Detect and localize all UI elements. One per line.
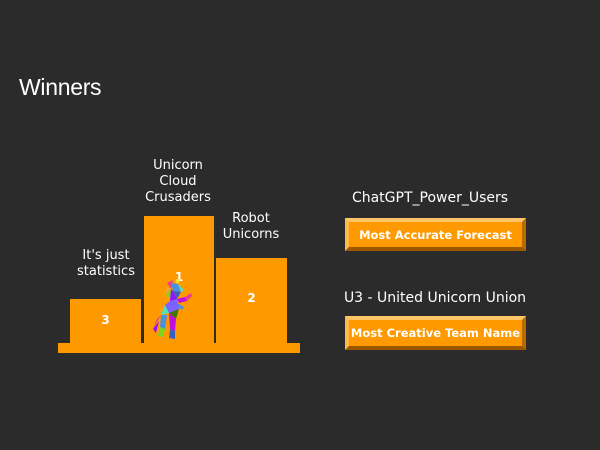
first-place-team-line-1: Unicorn: [153, 158, 203, 173]
first-place-number: 1: [174, 270, 184, 284]
first-place-team-line-2: Cloud: [159, 174, 197, 189]
accurate-forecast-winner: ChatGPT_Power_Users: [351, 190, 509, 206]
most-creative-team-name-badge: Most Creative Team Name: [345, 316, 526, 350]
second-place-team-line-1: Robot: [232, 211, 270, 226]
second-place-block: 2: [216, 258, 287, 343]
most-accurate-forecast-badge: Most Accurate Forecast: [345, 218, 526, 251]
third-place-number: 3: [101, 313, 110, 327]
second-place-number: 2: [247, 291, 256, 305]
third-place-team-label: It's just statistics: [66, 248, 146, 280]
podium-base: [58, 343, 300, 353]
third-place-block: 3: [70, 299, 141, 343]
creative-name-winner: U3 - United Unicorn Union: [343, 290, 527, 306]
third-place-team-line-2: statistics: [77, 264, 135, 279]
page-title: Winners: [19, 74, 102, 100]
second-place-team-line-2: Unicorns: [222, 227, 280, 242]
first-place-team-label: Unicorn Cloud Crusaders: [132, 158, 224, 206]
first-place-team-line-3: Crusaders: [145, 190, 211, 205]
unicorn-icon: [153, 279, 192, 339]
second-place-team-label: Robot Unicorns: [210, 211, 292, 243]
third-place-team-line-1: It's just: [82, 248, 130, 263]
